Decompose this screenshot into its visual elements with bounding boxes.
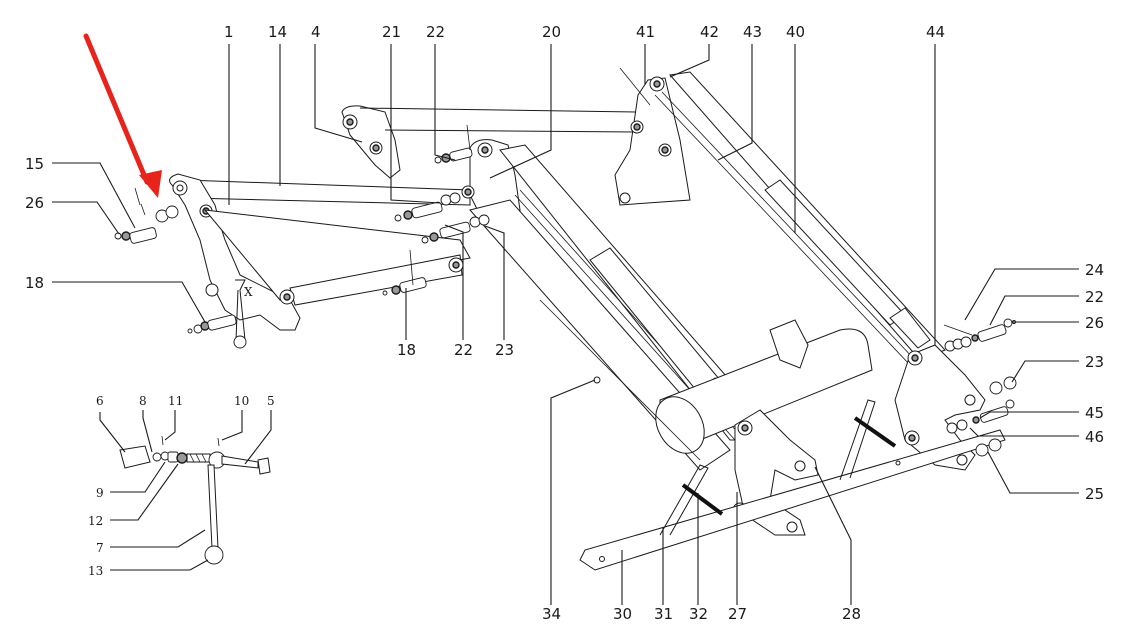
callout-32: 32 [689, 605, 708, 623]
inset-marker-x: X [244, 285, 253, 299]
callout-1: 1 [224, 23, 234, 41]
upper-rear-bracket [341, 105, 641, 179]
upper-link-arm [176, 178, 471, 206]
callout-6: 6 [96, 394, 104, 408]
callout-12: 12 [88, 514, 103, 528]
callout-8: 8 [139, 394, 147, 408]
callout-27: 27 [728, 605, 747, 623]
callout-9: 9 [96, 486, 104, 500]
callout-10: 10 [234, 394, 249, 408]
callout-23-mid: 23 [495, 341, 514, 359]
callout-26-right: 26 [1085, 314, 1104, 332]
callout-14: 14 [268, 23, 287, 41]
callout-20: 20 [542, 23, 561, 41]
parking-stand [539, 299, 1006, 571]
callout-25: 25 [1085, 485, 1104, 503]
callout-45: 45 [1085, 404, 1104, 422]
callout-22-mid: 22 [454, 341, 473, 359]
callout-22-right: 22 [1085, 288, 1104, 306]
callout-30: 30 [613, 605, 632, 623]
cross-tube [655, 319, 873, 454]
callout-18-mid: 18 [397, 341, 416, 359]
callout-41: 41 [636, 23, 655, 41]
callout-18-left: 18 [25, 274, 44, 292]
callout-21: 21 [382, 23, 401, 41]
leader-lines [52, 44, 1079, 605]
right-lift-cylinder [764, 179, 931, 349]
inset-lever-assembly [119, 435, 271, 565]
left-exploded-pins: X [114, 124, 490, 349]
callout-13: 13 [88, 564, 103, 578]
callout-46: 46 [1085, 428, 1104, 446]
callout-11: 11 [168, 394, 183, 408]
callout-15: 15 [25, 155, 44, 173]
callout-4: 4 [311, 23, 321, 41]
callout-42: 42 [700, 23, 719, 41]
callout-44: 44 [926, 23, 945, 41]
highlight-arrow [83, 33, 162, 198]
callout-43: 43 [743, 23, 762, 41]
callout-7: 7 [96, 541, 104, 555]
callout-5: 5 [267, 394, 275, 408]
right-bucket-bracket [894, 344, 986, 471]
callout-28: 28 [842, 605, 861, 623]
right-exploded-pins [943, 318, 1017, 457]
callout-34: 34 [542, 605, 561, 623]
callout-31: 31 [654, 605, 673, 623]
callout-22-top: 22 [426, 23, 445, 41]
callout-24: 24 [1085, 261, 1104, 279]
callout-26-left: 26 [25, 194, 44, 212]
lower-main-beam [203, 209, 471, 306]
callout-labels: 1 14 4 21 22 20 41 42 43 40 44 15 26 18 … [25, 23, 1104, 623]
callout-23-right: 23 [1085, 353, 1104, 371]
loader-frame-drawing: X [114, 67, 1017, 571]
callout-40: 40 [786, 23, 805, 41]
rear-tower-plate [614, 67, 691, 206]
